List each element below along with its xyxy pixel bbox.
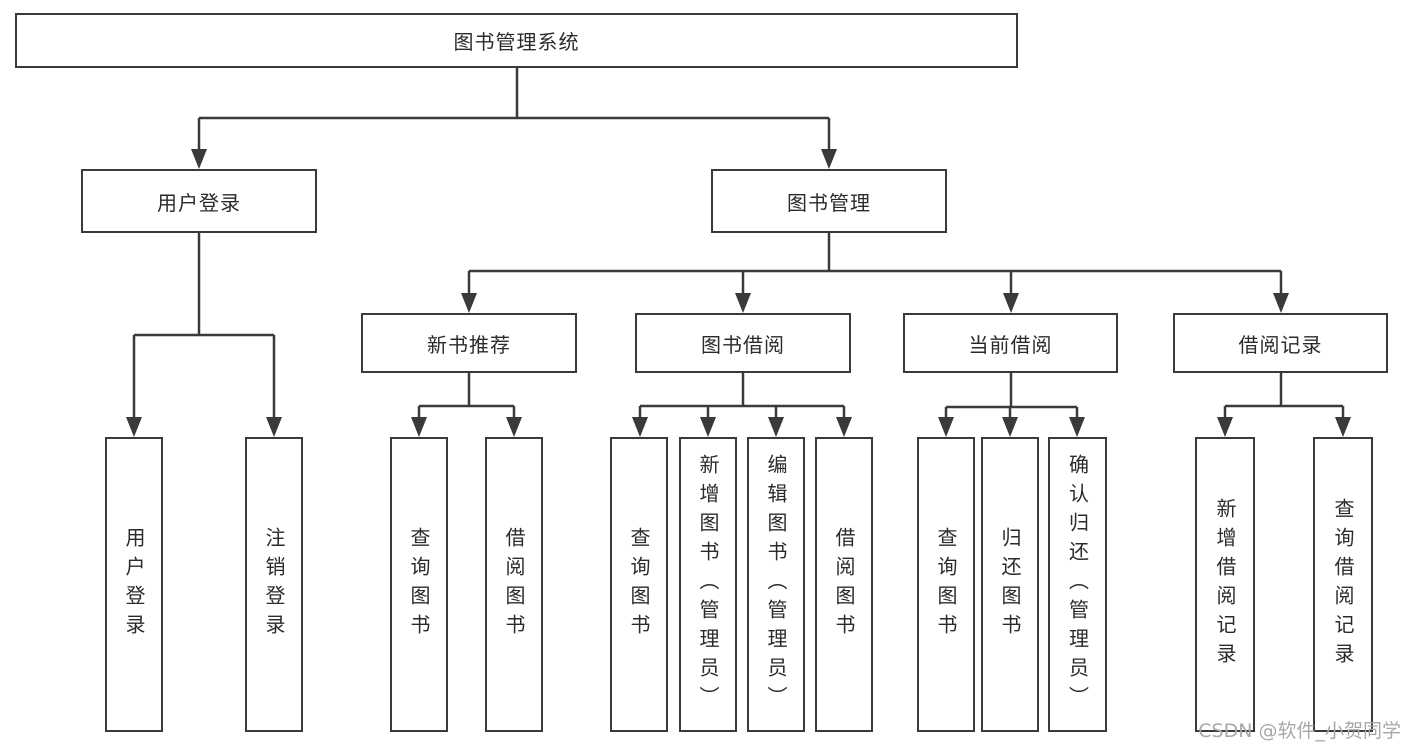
node-label: 用户登录	[122, 526, 146, 643]
leaf-user-login: 用户登录	[105, 437, 163, 732]
arrowheads	[126, 149, 1351, 437]
node-label: 当前借阅	[968, 332, 1053, 357]
node-label: 归还图书	[998, 526, 1022, 643]
leaf-logout: 注销登录	[245, 437, 303, 732]
node-label: 新增图书（管理员）	[696, 454, 720, 715]
leaf-edit-books-admin: 编辑图书（管理员）	[747, 437, 805, 732]
leaf-borrow-books: 借阅图书	[815, 437, 873, 732]
node-label: 查询图书	[407, 526, 431, 643]
leaf-add-books-admin: 新增图书（管理员）	[679, 437, 737, 732]
node-label: 编辑图书（管理员）	[764, 454, 788, 715]
node-label: 查询图书	[627, 526, 651, 643]
csdn-watermark: CSDN @软件_小贺同学	[1198, 720, 1401, 742]
node-label: 查询借阅记录	[1331, 497, 1355, 672]
node-label: 用户登录	[157, 190, 241, 215]
node-label: 图书借阅	[701, 332, 785, 357]
node-book-management: 图书管理	[711, 169, 947, 233]
node-book-borrowing: 图书借阅	[635, 313, 851, 373]
node-label: 图书管理	[787, 190, 871, 215]
node-label: 新书推荐	[427, 332, 511, 357]
node-label: 注销登录	[262, 526, 286, 643]
node-label: 借阅记录	[1238, 332, 1323, 357]
leaf-query-books-recommend: 查询图书	[390, 437, 448, 732]
node-label: 查询图书	[934, 526, 958, 643]
node-label: 确认归还（管理员）	[1065, 454, 1090, 715]
leaf-query-books-borrow: 查询图书	[610, 437, 668, 732]
node-label: 图书管理系统	[453, 30, 580, 54]
node-new-book-recommendation: 新书推荐	[361, 313, 577, 373]
leaf-borrow-books-recommend: 借阅图书	[485, 437, 543, 732]
leaf-add-borrow-record: 新增借阅记录	[1195, 437, 1255, 732]
node-user-login: 用户登录	[81, 169, 317, 233]
node-label: 借阅图书	[832, 526, 856, 643]
node-label: 新增借阅记录	[1213, 497, 1237, 672]
node-label: 借阅图书	[502, 526, 526, 643]
leaf-query-borrow-record: 查询借阅记录	[1313, 437, 1373, 732]
leaf-query-books-current: 查询图书	[917, 437, 975, 732]
node-library-management-system: 图书管理系统	[15, 13, 1018, 68]
node-current-borrowing: 当前借阅	[903, 313, 1118, 373]
leaf-return-books: 归还图书	[981, 437, 1039, 732]
node-borrowing-records: 借阅记录	[1173, 313, 1388, 373]
leaf-confirm-return-admin: 确认归还（管理员）	[1048, 437, 1107, 732]
